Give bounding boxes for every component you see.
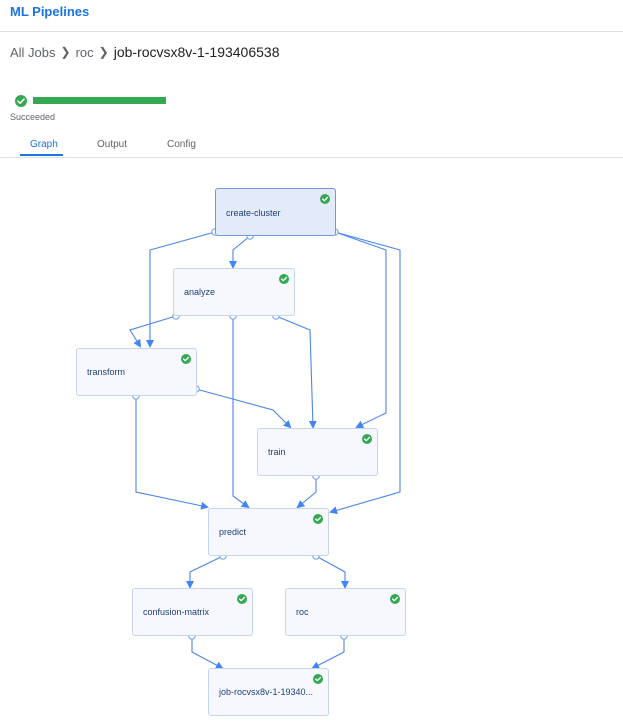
breadcrumb: All Jobs ❯ roc ❯ job-rocvsx8v-1-19340653… (10, 44, 279, 60)
status-text: Succeeded (10, 112, 56, 122)
success-check-icon (181, 354, 191, 364)
edge-confusion-matrix-exit (191, 636, 224, 669)
node-transform[interactable]: transform (76, 348, 197, 396)
success-check-icon (313, 674, 323, 684)
edge-analyze-train (275, 315, 317, 429)
breadcrumb-roc[interactable]: roc (75, 44, 94, 60)
node-train[interactable]: train (257, 428, 378, 476)
edge-predict-roc (315, 555, 349, 589)
breadcrumb-all-jobs[interactable]: All Jobs (10, 44, 56, 60)
progress-bar (33, 97, 166, 104)
node-label: roc (296, 607, 309, 617)
edge-predict-confusion-matrix (186, 555, 224, 589)
success-check-icon (279, 274, 289, 284)
tab-config[interactable]: Config (167, 139, 196, 150)
node-exit-handler[interactable]: job-rocvsx8v-1-19340... (208, 668, 329, 716)
node-label: analyze (184, 287, 216, 297)
node-label: predict (219, 527, 247, 537)
edge-analyze-transform (129, 315, 177, 348)
success-check-icon (237, 594, 247, 604)
edge-create-cluster-transform (146, 231, 216, 348)
edge-transform-train (195, 388, 292, 429)
node-confusion-matrix[interactable]: confusion-matrix (132, 588, 253, 636)
node-predict[interactable]: predict (208, 508, 329, 556)
success-check-icon (362, 434, 372, 444)
edge-transform-predict (135, 396, 209, 510)
edge-analyze-predict (232, 316, 250, 509)
progress-bar-fill (33, 97, 166, 104)
node-roc[interactable]: roc (285, 588, 406, 636)
chevron-right-icon: ❯ (98, 45, 109, 59)
page-title: job-rocvsx8v-1-193406538 (113, 44, 280, 60)
node-label: job-rocvsx8v-1-19340... (219, 687, 314, 697)
edge-create-cluster-analyze (229, 235, 251, 269)
top-bar: ML Pipelines (0, 0, 623, 32)
node-label: transform (87, 367, 126, 377)
edge-create-cluster-predict (329, 231, 401, 515)
success-check-icon (313, 514, 323, 524)
success-check-icon (15, 95, 27, 107)
node-analyze[interactable]: analyze (173, 268, 295, 316)
app-title[interactable]: ML Pipelines (10, 4, 90, 19)
edge-create-cluster-train (334, 231, 387, 428)
active-tab-indicator (20, 154, 63, 156)
tab-output[interactable]: Output (97, 139, 128, 150)
tab-bar: Graph Output Config (0, 136, 623, 158)
edge-roc-exit (311, 636, 345, 669)
node-label: create-cluster (226, 208, 281, 218)
node-label: train (268, 447, 286, 457)
success-check-icon (320, 194, 330, 204)
node-create-cluster[interactable]: create-cluster (215, 188, 336, 236)
success-check-icon (390, 594, 400, 604)
node-label: confusion-matrix (143, 607, 210, 617)
edge-train-predict (296, 476, 317, 509)
tab-graph[interactable]: Graph (30, 139, 58, 150)
chevron-right-icon: ❯ (60, 45, 71, 59)
